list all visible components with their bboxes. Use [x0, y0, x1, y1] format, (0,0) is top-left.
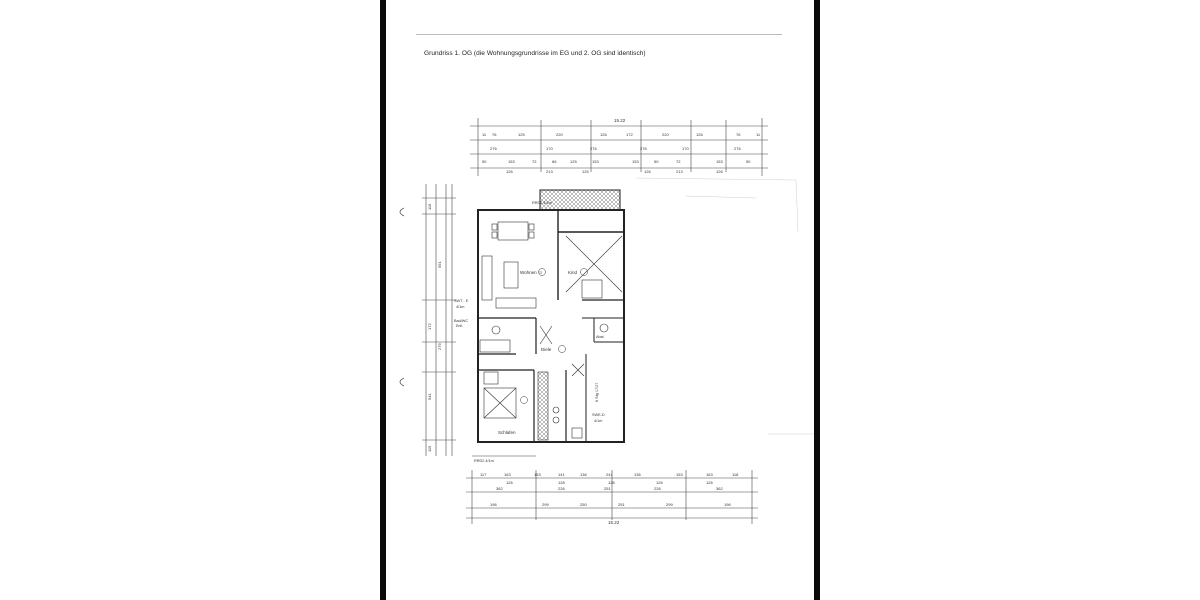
svg-text:241: 241 [606, 472, 613, 477]
svg-text:118: 118 [732, 472, 739, 477]
svg-text:128: 128 [558, 480, 565, 485]
svg-text:251: 251 [618, 502, 625, 507]
svg-text:276: 276 [490, 146, 497, 151]
svg-text:226: 226 [654, 486, 661, 491]
bottom-total-dimension: 15.22 [608, 520, 620, 525]
room-label-abst: Abst. [596, 335, 605, 339]
svg-text:213: 213 [676, 169, 683, 174]
svg-text:126: 126 [506, 480, 513, 485]
svg-text:76: 76 [492, 132, 497, 137]
furniture [479, 221, 623, 441]
svg-text:279: 279 [437, 343, 442, 350]
svg-text:220: 220 [662, 132, 669, 137]
room-label-kind: Kind [568, 270, 578, 275]
svg-text:153: 153 [592, 159, 599, 164]
annotation-swt-e: SWT - E [454, 299, 469, 303]
svg-text:125: 125 [570, 159, 577, 164]
svg-text:126: 126 [506, 169, 513, 174]
svg-text:136: 136 [580, 472, 587, 477]
left-border-bar [380, 0, 386, 600]
svg-text:163: 163 [504, 472, 511, 477]
svg-text:153: 153 [716, 159, 723, 164]
scan-artefacts [635, 177, 814, 435]
svg-text:72: 72 [676, 159, 681, 164]
svg-text:126: 126 [706, 480, 713, 485]
svg-text:226: 226 [558, 486, 565, 491]
svg-text:11: 11 [482, 132, 487, 137]
annotation-balcony-top: RRD2 4/1m [532, 201, 552, 205]
svg-text:170: 170 [546, 146, 553, 151]
room-label-bad-wc: Bad/WC [454, 319, 468, 323]
svg-text:76: 76 [736, 132, 741, 137]
svg-text:72: 72 [532, 159, 537, 164]
document-page: Grundriss 1. OG (die Wohnungsgrundrisse … [386, 0, 814, 600]
svg-text:362: 362 [496, 486, 503, 491]
svg-text:50: 50 [654, 159, 659, 164]
svg-text:170: 170 [682, 146, 689, 151]
svg-text:163: 163 [706, 472, 713, 477]
svg-text:276: 276 [734, 146, 741, 151]
svg-text:136: 136 [634, 472, 641, 477]
svg-text:153: 153 [534, 472, 541, 477]
bottom-dimension-block [466, 470, 758, 524]
top-total-dimension: 15.22 [614, 118, 626, 123]
svg-text:172: 172 [427, 323, 432, 330]
svg-text:196: 196 [724, 502, 731, 507]
svg-text:299: 299 [666, 502, 673, 507]
room-label-schlafen: Schlafen [498, 430, 516, 435]
annotation-steps: 6 Stg 17/27 [595, 383, 599, 402]
bottom-dimension-labels: 117 163 153 141 136 241 136 153 163 118 … [480, 472, 739, 507]
svg-text:66: 66 [552, 159, 557, 164]
svg-text:299: 299 [542, 502, 549, 507]
svg-text:172: 172 [626, 132, 633, 137]
svg-text:4/1m: 4/1m [594, 419, 602, 423]
floor-plan-caption: Grundriss 1. OG (die Wohnungsgrundrisse … [424, 50, 646, 57]
svg-text:196: 196 [490, 502, 497, 507]
svg-text:276: 276 [590, 146, 597, 151]
svg-text:126: 126 [696, 132, 703, 137]
svg-text:50: 50 [746, 159, 751, 164]
svg-text:153: 153 [508, 159, 515, 164]
svg-text:11: 11 [756, 132, 761, 137]
svg-text:126: 126 [716, 169, 723, 174]
room-labels: Wohnen 22 Kind Diele Schlafen Abst. Bad/… [454, 268, 605, 435]
svg-text:153: 153 [632, 159, 639, 164]
svg-text:276: 276 [640, 146, 647, 151]
svg-text:153: 153 [676, 472, 683, 477]
page-top-rule [416, 34, 782, 35]
left-dimension-column [422, 184, 456, 456]
svg-text:251: 251 [604, 486, 611, 491]
svg-text:141: 141 [558, 472, 565, 477]
svg-text:126: 126 [644, 169, 651, 174]
floor-plan-drawing: 15.22 11 76 125 220 126 172 220 126 76 1… [399, 118, 814, 525]
svg-text:250: 250 [580, 502, 587, 507]
top-dimension-block [470, 118, 768, 176]
svg-text:126: 126 [600, 132, 607, 137]
room-label-wohnen: Wohnen [520, 270, 537, 275]
svg-text:50: 50 [482, 159, 487, 164]
svg-text:Entl.: Entl. [456, 324, 463, 328]
svg-text:541: 541 [427, 393, 432, 400]
svg-text:126: 126 [656, 480, 663, 485]
left-dimension-labels: 116 591 172 279 541 115 [427, 203, 442, 452]
svg-text:115: 115 [427, 445, 432, 452]
annotations: SWT - E 4/1m SWE-D 4/1m 6 Stg 17/27 RRD2… [454, 201, 605, 463]
right-border-bar [814, 0, 820, 600]
svg-text:117: 117 [480, 472, 487, 477]
svg-text:220: 220 [556, 132, 563, 137]
svg-text:213: 213 [546, 169, 553, 174]
annotation-swe-d: SWE-D [592, 413, 605, 417]
svg-text:4/1m: 4/1m [456, 305, 464, 309]
svg-text:116: 116 [427, 203, 432, 210]
svg-text:125: 125 [518, 132, 525, 137]
svg-text:591: 591 [437, 261, 442, 268]
svg-text:126: 126 [608, 480, 615, 485]
svg-text:125: 125 [582, 169, 589, 174]
room-label-diele: Diele [541, 347, 552, 352]
svg-text:22: 22 [539, 271, 543, 275]
svg-text:362: 362 [716, 486, 723, 491]
plan-walls [477, 189, 625, 443]
annotation-balcony-bottom: RRD2 4/1m [474, 459, 494, 463]
top-dimension-labels: 11 76 125 220 126 172 220 126 76 11 276 … [482, 132, 761, 174]
